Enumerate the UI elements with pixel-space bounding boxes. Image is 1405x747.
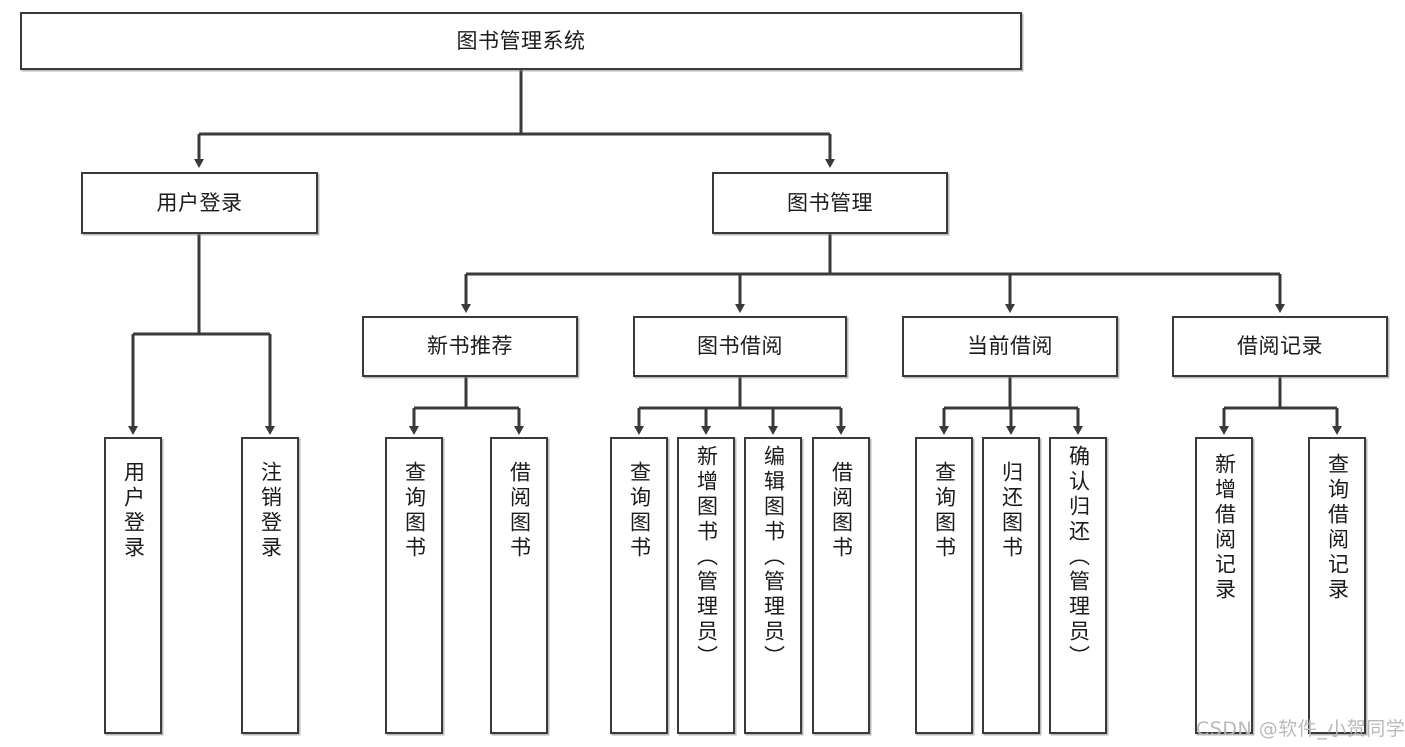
node-leaf-add-book[interactable]: 新增图书（管理员） xyxy=(677,437,735,734)
node-book-manage[interactable]: 图书管理 xyxy=(712,172,948,234)
node-leaf-query-book-2-label: 查询图书 xyxy=(627,461,652,561)
node-leaf-user-login[interactable]: 用户登录 xyxy=(104,437,162,734)
node-user-login-label: 用户登录 xyxy=(156,190,243,215)
node-leaf-borrow-book-2-label: 借阅图书 xyxy=(829,461,854,561)
node-borrow-record[interactable]: 借阅记录 xyxy=(1172,316,1388,377)
node-leaf-query-record[interactable]: 查询借阅记录 xyxy=(1308,437,1366,734)
node-current-borrow[interactable]: 当前借阅 xyxy=(902,316,1118,377)
node-current-borrow-label: 当前借阅 xyxy=(967,334,1053,359)
node-borrow-record-label: 借阅记录 xyxy=(1237,334,1323,359)
node-leaf-add-book-label: 新增图书（管理员） xyxy=(694,445,719,670)
node-leaf-edit-book[interactable]: 编辑图书（管理员） xyxy=(744,437,802,734)
node-leaf-borrow-book-1-label: 借阅图书 xyxy=(507,461,532,561)
node-new-book-recommend-label: 新书推荐 xyxy=(427,334,513,359)
node-leaf-return-book-label: 归还图书 xyxy=(999,461,1024,561)
node-user-login[interactable]: 用户登录 xyxy=(81,172,318,234)
node-book-borrow[interactable]: 图书借阅 xyxy=(633,316,847,377)
node-leaf-user-logout-label: 注销登录 xyxy=(258,461,283,561)
node-leaf-edit-book-label: 编辑图书（管理员） xyxy=(761,445,786,670)
node-leaf-user-login-label: 用户登录 xyxy=(121,461,146,561)
node-leaf-query-record-label: 查询借阅记录 xyxy=(1325,453,1350,603)
node-root[interactable]: 图书管理系统 xyxy=(20,12,1022,70)
node-leaf-add-record-label: 新增借阅记录 xyxy=(1212,453,1237,603)
node-leaf-return-book[interactable]: 归还图书 xyxy=(982,437,1040,734)
node-leaf-user-logout[interactable]: 注销登录 xyxy=(241,437,299,734)
node-leaf-add-record[interactable]: 新增借阅记录 xyxy=(1195,437,1253,734)
node-book-manage-label: 图书管理 xyxy=(787,190,873,215)
node-leaf-query-book-1[interactable]: 查询图书 xyxy=(385,437,443,734)
node-leaf-confirm-return[interactable]: 确认归还（管理员） xyxy=(1049,437,1107,734)
node-leaf-query-book-1-label: 查询图书 xyxy=(402,461,427,561)
node-leaf-query-book-3[interactable]: 查询图书 xyxy=(915,437,973,734)
node-leaf-borrow-book-1[interactable]: 借阅图书 xyxy=(490,437,548,734)
node-leaf-confirm-return-label: 确认归还（管理员） xyxy=(1066,445,1091,670)
node-new-book-recommend[interactable]: 新书推荐 xyxy=(362,316,578,377)
node-book-borrow-label: 图书借阅 xyxy=(697,334,783,359)
node-root-label: 图书管理系统 xyxy=(456,28,586,53)
node-leaf-query-book-3-label: 查询图书 xyxy=(932,461,957,561)
node-leaf-query-book-2[interactable]: 查询图书 xyxy=(610,437,668,734)
node-leaf-borrow-book-2[interactable]: 借阅图书 xyxy=(812,437,870,734)
